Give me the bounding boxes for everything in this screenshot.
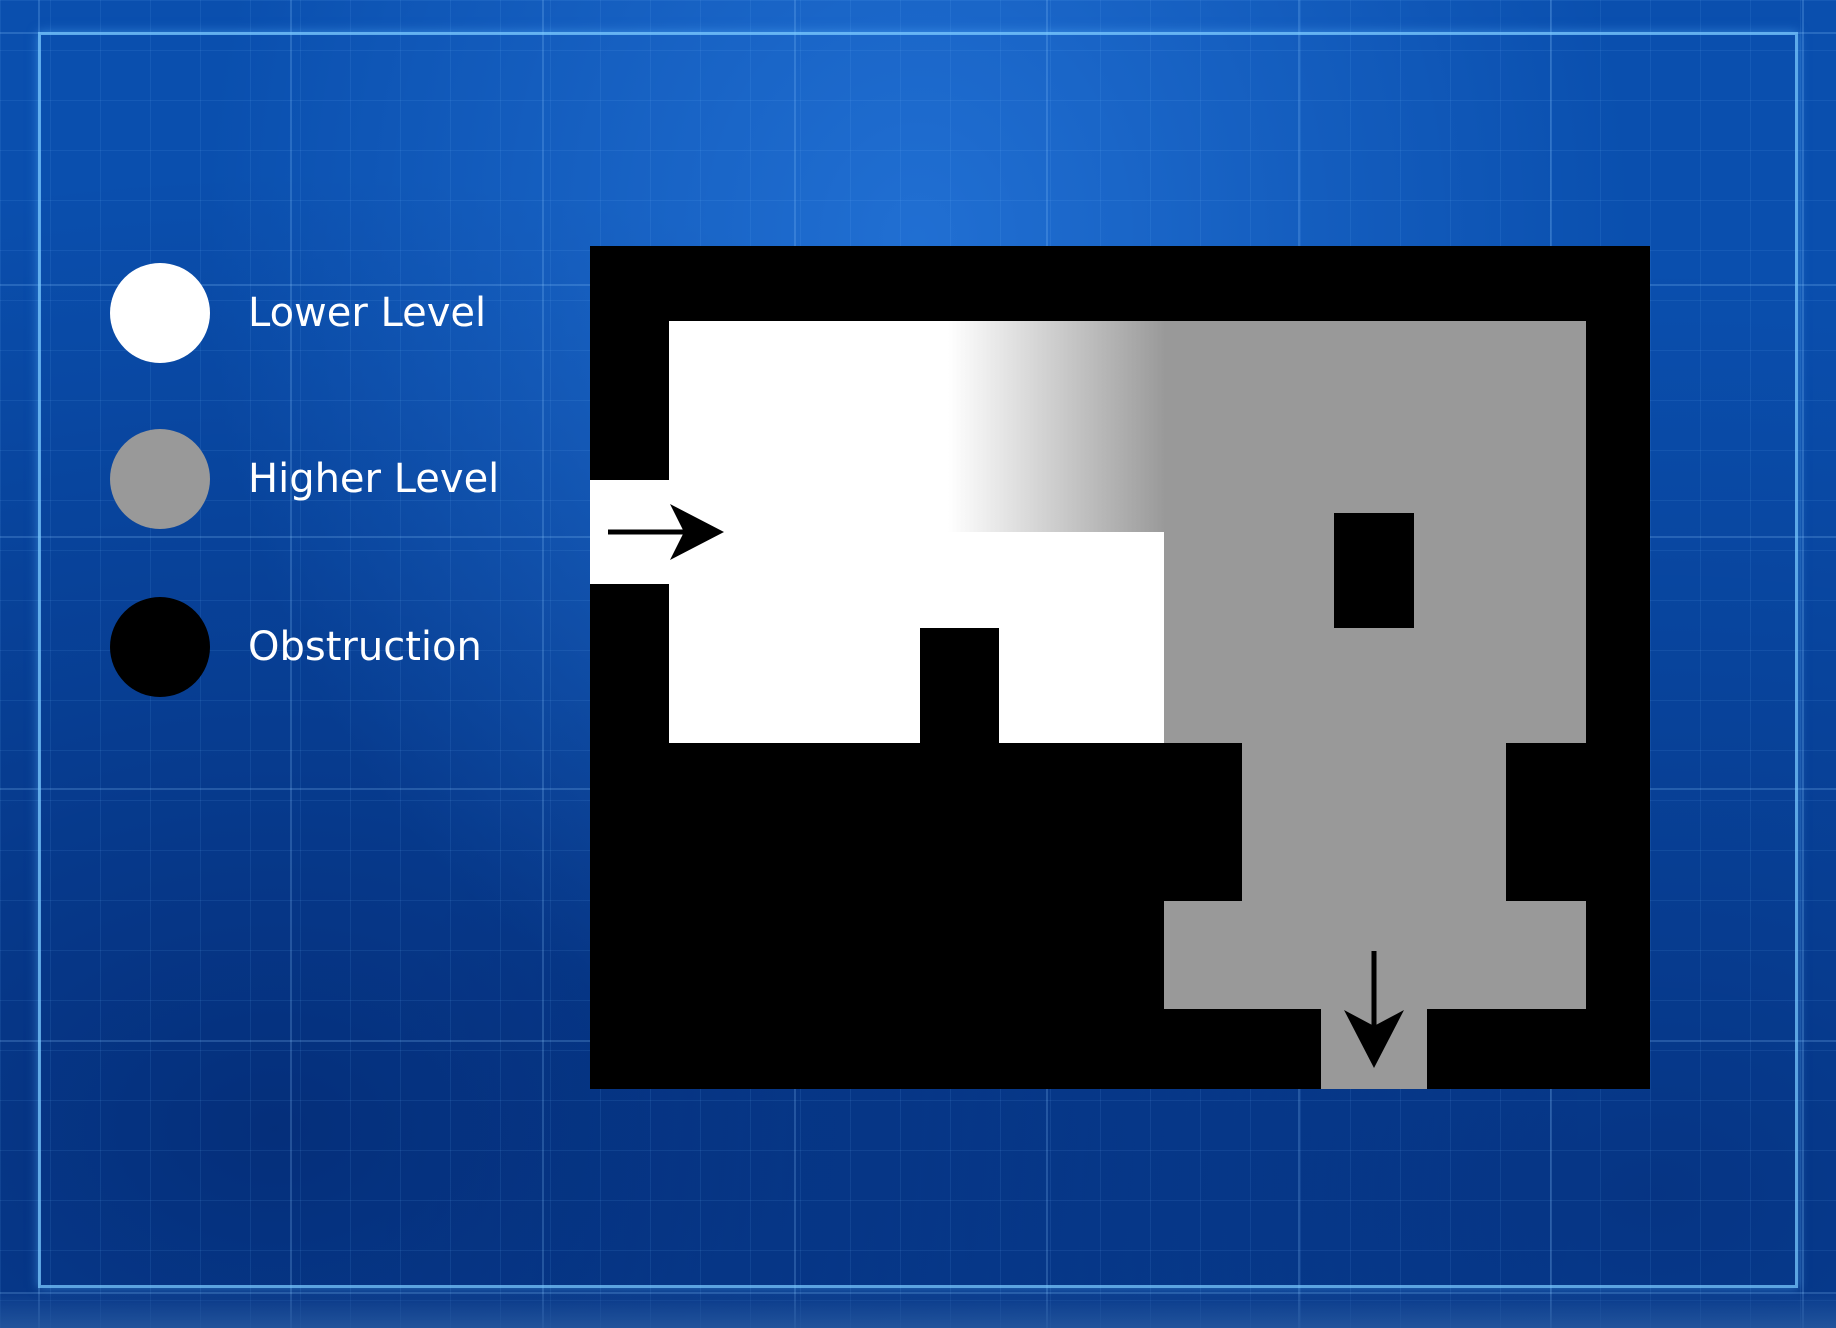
- legend-label-higher-level: Higher Level: [248, 456, 500, 502]
- lower-level-area-bottom: [669, 531, 1164, 743]
- blueprint-frame: [38, 32, 1798, 1288]
- legend-label-obstruction: Obstruction: [248, 624, 482, 670]
- bottom-strip: [0, 1294, 1836, 1328]
- higher-level-corridor: [1242, 741, 1506, 903]
- ramp-gradient: [948, 321, 1166, 532]
- obstruction-pillar-lower: [920, 628, 999, 744]
- legend-item-lower-level: Lower Level: [110, 263, 486, 363]
- legend-item-obstruction: Obstruction: [110, 597, 482, 697]
- legend-label-lower-level: Lower Level: [248, 290, 487, 336]
- obstruction-pillar-higher: [1334, 513, 1414, 628]
- lower-level-swatch: [110, 263, 210, 363]
- arrow-down-icon: [1344, 951, 1404, 1068]
- lower-level-area-top: [669, 321, 949, 532]
- arrow-right-icon: [608, 504, 724, 560]
- higher-level-swatch: [110, 429, 210, 529]
- obstruction-swatch: [110, 597, 210, 697]
- legend-item-higher-level: Higher Level: [110, 429, 499, 529]
